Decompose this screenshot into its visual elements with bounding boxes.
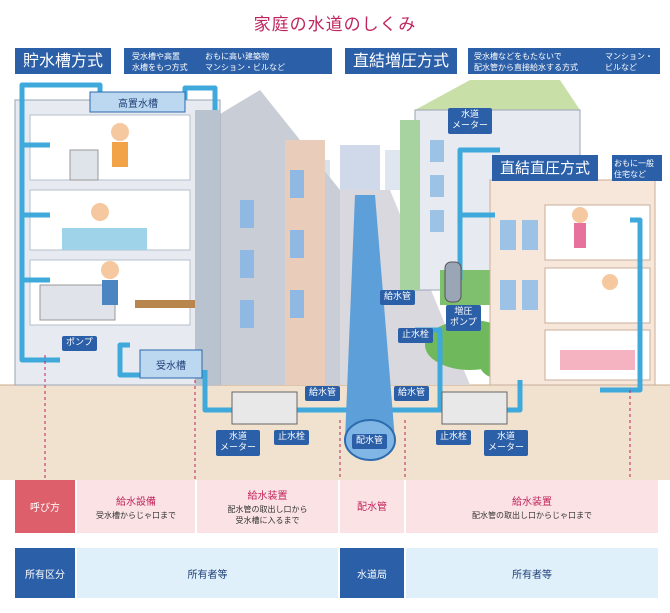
receiving-tank-label: 受水槽 xyxy=(156,361,186,372)
stop-valve-label-right: 止水栓 xyxy=(436,430,472,445)
tank-example-line2: マンション・ビルなど xyxy=(205,63,285,72)
elevated-tank-label: 高置水槽 xyxy=(118,99,158,110)
booster-system-note-box xyxy=(468,48,660,74)
meter-label-left: 水道 メーター xyxy=(216,430,261,456)
meter-box-left xyxy=(231,391,298,425)
meter-left-line1: 水道 xyxy=(229,432,248,442)
booster-example-line2: ビルなど xyxy=(605,63,637,72)
cell-main-pipe-title: 配水管 xyxy=(357,502,387,513)
booster-pump-shape xyxy=(444,261,462,303)
receiving-tank-shape xyxy=(139,349,203,379)
cell-supply-device-tank: 給水装置 配水管の取出し口から 受水槽に入るまで xyxy=(197,480,338,533)
tank-system-note-box xyxy=(124,48,332,74)
meter-booster-line2: メーター xyxy=(452,121,489,131)
direct-example-line1: おもに一般 xyxy=(614,159,654,168)
supply-pipe-label-right: 給水管 xyxy=(394,386,430,401)
owner-cell-left: 所有者等 xyxy=(77,548,338,598)
cell-supply-device-direct: 給水装置 配水管の取出し口からじゃ口まで xyxy=(406,480,658,533)
stop-valve-label-booster: 止水栓 xyxy=(398,328,434,343)
meter-right-line2: メーター xyxy=(488,443,525,453)
supply-pipe-label-booster: 給水管 xyxy=(380,290,416,305)
washer xyxy=(69,149,99,181)
booster-desc-line2: 配水管から直接給水する方式 xyxy=(474,63,578,72)
booster-desc-line1: 受水槽などをもたないで xyxy=(474,52,562,61)
supply-pipe-label-left: 給水管 xyxy=(305,386,341,401)
cell-main-pipe: 配水管 xyxy=(340,480,404,533)
booster-system-title: 直結増圧方式 xyxy=(345,48,458,74)
meter-left-line2: メーター xyxy=(220,443,257,453)
direct-example-line2: 住宅など xyxy=(614,170,646,179)
tank-desc-line2: 水槽をもつ方式 xyxy=(132,63,188,72)
distant-building xyxy=(340,145,380,190)
meter-box-right xyxy=(441,391,508,425)
booster-pump-line1: 増圧 xyxy=(454,307,473,317)
meter-label-right: 水道 メーター xyxy=(484,430,529,456)
booster-pump-line2: ポンプ xyxy=(450,318,477,328)
pink-bathtub xyxy=(560,350,635,370)
meter-booster-line1: 水道 xyxy=(461,110,480,120)
elevated-tank-shape xyxy=(89,91,186,113)
page-title: 家庭の水道のしくみ xyxy=(253,15,417,35)
cell-supply-device-tank-title: 給水装置 xyxy=(247,491,288,502)
cell-supply-equipment-title: 給水設備 xyxy=(116,496,156,508)
cell-supply-device-tank-sub2: 受水槽に入るまで xyxy=(235,516,300,525)
direct-system-title: 直結直圧方式 xyxy=(492,155,599,181)
cell-supply-equipment: 給水設備 受水槽からじゃ口まで xyxy=(77,480,195,533)
cell-supply-device-tank-sub1: 配水管の取出し口から xyxy=(227,505,308,514)
owner-cell-right: 所有者等 xyxy=(406,548,658,598)
tank-example-line1: おもに高い建築物 xyxy=(205,52,269,61)
booster-building-roof xyxy=(415,80,580,110)
meter-label-booster: 水道 メーター xyxy=(448,108,493,134)
owner-cell-water-bureau: 水道局 xyxy=(340,548,404,598)
cell-supply-equipment-sub: 受水槽からじゃ口まで xyxy=(96,510,176,520)
row-head-ownership: 所有区分 xyxy=(15,548,75,598)
cell-supply-device-direct-sub: 配水管の取出し口からじゃ口まで xyxy=(472,510,592,520)
booster-example-line1: マンション・ xyxy=(605,52,653,61)
row-head-naming: 呼び方 xyxy=(15,480,75,533)
cell-supply-device-direct-title: 給水装置 xyxy=(512,496,552,508)
division-lines xyxy=(44,355,631,480)
bathtub xyxy=(62,228,147,250)
table xyxy=(135,300,195,308)
booster-pump-label: 増圧 ポンプ xyxy=(446,305,481,331)
tank-desc-line1: 受水槽や高置 xyxy=(132,52,180,61)
stop-valve-label-left: 止水栓 xyxy=(274,430,310,445)
pump-label: ポンプ xyxy=(62,336,97,351)
main-pipe xyxy=(345,195,395,440)
water-pipes xyxy=(19,82,643,413)
tank-system-title: 貯水槽方式 xyxy=(15,48,112,74)
main-pipe-label: 配水管 xyxy=(352,434,388,449)
direct-system-note-box xyxy=(612,155,662,181)
meter-right-line1: 水道 xyxy=(497,432,516,442)
